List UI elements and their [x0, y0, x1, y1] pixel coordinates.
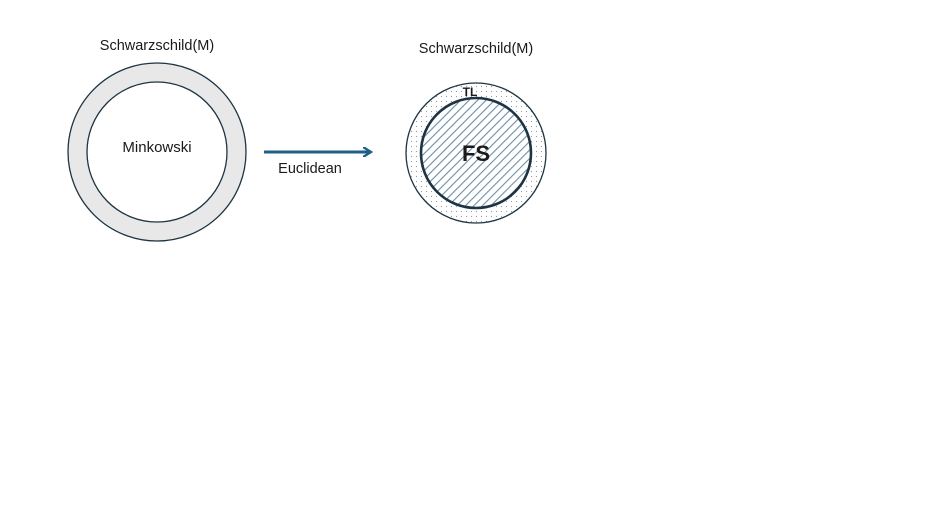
left-diagram: Schwarzschild(M) Minkowski — [67, 38, 247, 242]
left-outer-label: Schwarzschild(M) — [100, 38, 214, 54]
minkowski-label: Minkowski — [122, 139, 191, 156]
right-outer-label: Schwarzschild(M) — [419, 41, 533, 57]
tl-label: TL — [463, 85, 478, 99]
fs-disk — [419, 96, 533, 210]
right-diagram: Schwarzschild(M) TL FS — [405, 41, 547, 224]
fs-label: FS — [462, 141, 490, 166]
minkowski-disk — [86, 81, 228, 223]
arrow-label: Euclidean — [278, 161, 342, 177]
euclidean-arrow: Euclidean — [264, 152, 370, 177]
